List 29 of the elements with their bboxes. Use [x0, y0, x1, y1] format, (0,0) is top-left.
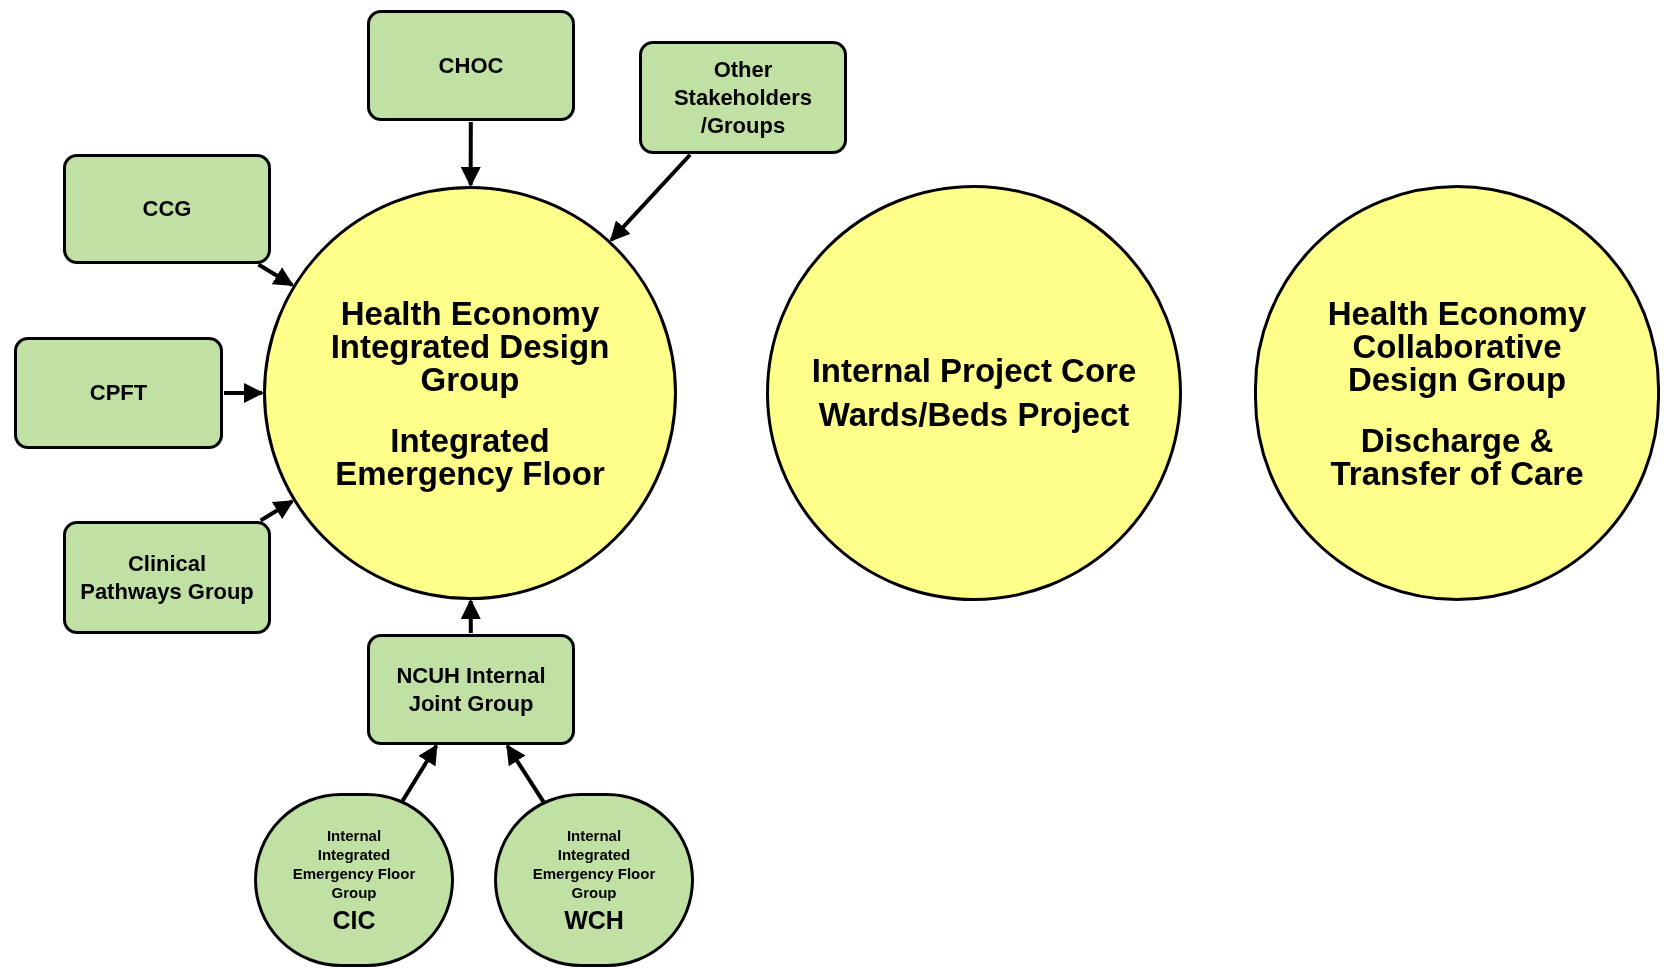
node-label: CPFT	[89, 379, 148, 407]
arrow	[460, 122, 481, 187]
node-label: NCUH Internal Joint Group	[395, 661, 547, 718]
node-label: CCG	[142, 195, 192, 223]
node-label: Internal Integrated Emergency Floor Group	[531, 826, 657, 902]
arrow	[460, 599, 481, 633]
arrow	[259, 499, 295, 523]
node-label: Integrated Emergency Floor	[334, 423, 606, 490]
arrow	[505, 744, 547, 805]
node-label: CHOC	[438, 51, 504, 80]
group-box	[63, 154, 271, 264]
node-label: Internal Integrated Emergency Floor Group	[291, 826, 417, 902]
group-box	[367, 10, 575, 121]
node-label: Health Economy Collaborative Design Group	[1326, 296, 1588, 396]
node-label: Health Economy Integrated Design Group	[329, 296, 611, 396]
arrow	[609, 153, 692, 242]
group-box	[63, 521, 271, 634]
arrow	[399, 744, 439, 804]
node-label: Internal Project Core Wards/Beds Project	[810, 351, 1138, 435]
node-label: CIC	[332, 906, 376, 934]
arrow	[257, 262, 294, 287]
group-box	[14, 337, 223, 449]
node-label: Discharge & Transfer of Care	[1329, 423, 1585, 490]
node-label: Other Stakeholders /Groups	[672, 55, 814, 140]
group-box	[639, 41, 847, 154]
group-box	[367, 634, 575, 745]
node-label: WCH	[564, 906, 624, 934]
node-label: Clinical Pathways Group	[79, 549, 255, 606]
arrow	[224, 383, 264, 403]
